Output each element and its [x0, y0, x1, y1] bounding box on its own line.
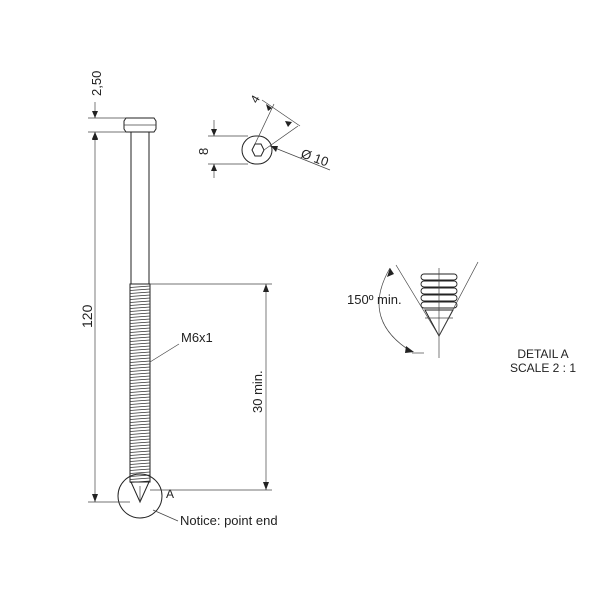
- thread-line: [129, 432, 151, 435]
- point-end-callout: Notice: point end: [152, 509, 278, 528]
- thread-line: [129, 468, 151, 471]
- dim-thread-length-label: 30 min.: [250, 370, 265, 413]
- thread-line: [129, 372, 151, 375]
- thread-line: [129, 348, 151, 351]
- point-end-note: Notice: point end: [180, 513, 278, 528]
- thread-line: [129, 363, 151, 366]
- thread-line: [129, 438, 151, 441]
- thread-line: [129, 450, 151, 453]
- dim-head-diameter-label: Ø 10: [299, 146, 331, 170]
- thread-line: [129, 309, 151, 312]
- thread-line: [129, 333, 151, 336]
- thread-line: [129, 285, 151, 288]
- thread-line: [129, 297, 151, 300]
- thread-line: [129, 411, 151, 414]
- thread-line: [129, 444, 151, 447]
- thread-line: [129, 339, 151, 342]
- dim-head-height: 2,50: [88, 71, 126, 140]
- thread-line: [129, 306, 151, 309]
- dim-head-thickness-label: 8: [196, 148, 211, 155]
- thread-line: [129, 336, 151, 339]
- thread-line: [129, 459, 151, 462]
- thread-line: [129, 321, 151, 324]
- thread-line: [129, 351, 151, 354]
- head-end-outline: [241, 135, 273, 165]
- detail-a-view: 150º min.: [347, 261, 479, 358]
- thread-line: [129, 456, 151, 459]
- thread-line: [129, 291, 151, 294]
- thread-line: [129, 288, 151, 291]
- thread-line: [129, 318, 151, 321]
- detail-title: DETAIL A: [517, 347, 568, 361]
- thread-line: [129, 315, 151, 318]
- thread-line: [129, 420, 151, 423]
- thread-line: [129, 342, 151, 345]
- thread-line: [129, 354, 151, 357]
- thread-line: [129, 402, 151, 405]
- thread-line: [129, 330, 151, 333]
- thread-line: [129, 303, 151, 306]
- thread-line: [129, 435, 151, 438]
- thread-line: [129, 384, 151, 387]
- detail-scale: SCALE 2 : 1: [510, 361, 576, 375]
- dim-head-height-label: 2,50: [89, 71, 104, 96]
- detail-circle-a: [117, 473, 163, 519]
- thread-line: [129, 324, 151, 327]
- thread-line: [129, 429, 151, 432]
- thread-line: [129, 477, 151, 480]
- angle-line-left: [395, 264, 440, 337]
- thread-line: [129, 426, 151, 429]
- thread-line: [129, 378, 151, 381]
- thread-line: [129, 387, 151, 390]
- thread-line: [129, 462, 151, 465]
- detail-marker-a: A: [166, 487, 174, 501]
- hex-socket: [251, 143, 265, 157]
- thread-line: [129, 375, 151, 378]
- dim-total-length-label: 120: [79, 304, 95, 328]
- dim-hex-size-label: 4: [247, 92, 263, 105]
- detail-thread-profile: [420, 273, 458, 309]
- angle-line-right: [438, 261, 479, 337]
- angle-arc: [378, 267, 413, 353]
- dim-thread-length: 30 min.: [150, 283, 272, 491]
- thread-line: [129, 381, 151, 384]
- thread-line: [129, 327, 151, 330]
- thread-spec-callout: M6x1: [149, 330, 213, 363]
- screw-side-view: [123, 117, 157, 504]
- thread-line: [129, 357, 151, 360]
- thread-line: [129, 300, 151, 303]
- thread-line: [129, 312, 151, 315]
- thread-line: [129, 345, 151, 348]
- thread-line: [129, 447, 151, 450]
- thread-line: [129, 366, 151, 369]
- thread-line: [129, 417, 151, 420]
- thread-line: [129, 393, 151, 396]
- thread-line: [129, 294, 151, 297]
- thread-line: [129, 423, 151, 426]
- thread-spec-label: M6x1: [181, 330, 213, 345]
- thread-line: [129, 390, 151, 393]
- thread-line: [129, 399, 151, 402]
- thread-line: [129, 441, 151, 444]
- head-end-view: 8 4 Ø 10: [196, 92, 331, 178]
- dim-total-length: 120: [79, 132, 130, 503]
- thread-line: [129, 453, 151, 456]
- thread-line: [129, 408, 151, 411]
- thread-hatching: [129, 285, 151, 483]
- screw-point: [130, 481, 150, 504]
- dim-point-angle-label: 150º min.: [347, 292, 402, 307]
- thread-line: [129, 471, 151, 474]
- screw-head: [123, 117, 157, 133]
- thread-line: [129, 405, 151, 408]
- thread-line: [129, 369, 151, 372]
- thread-line: [129, 396, 151, 399]
- thread-line: [129, 414, 151, 417]
- thread-line: [129, 465, 151, 468]
- thread-line: [129, 360, 151, 363]
